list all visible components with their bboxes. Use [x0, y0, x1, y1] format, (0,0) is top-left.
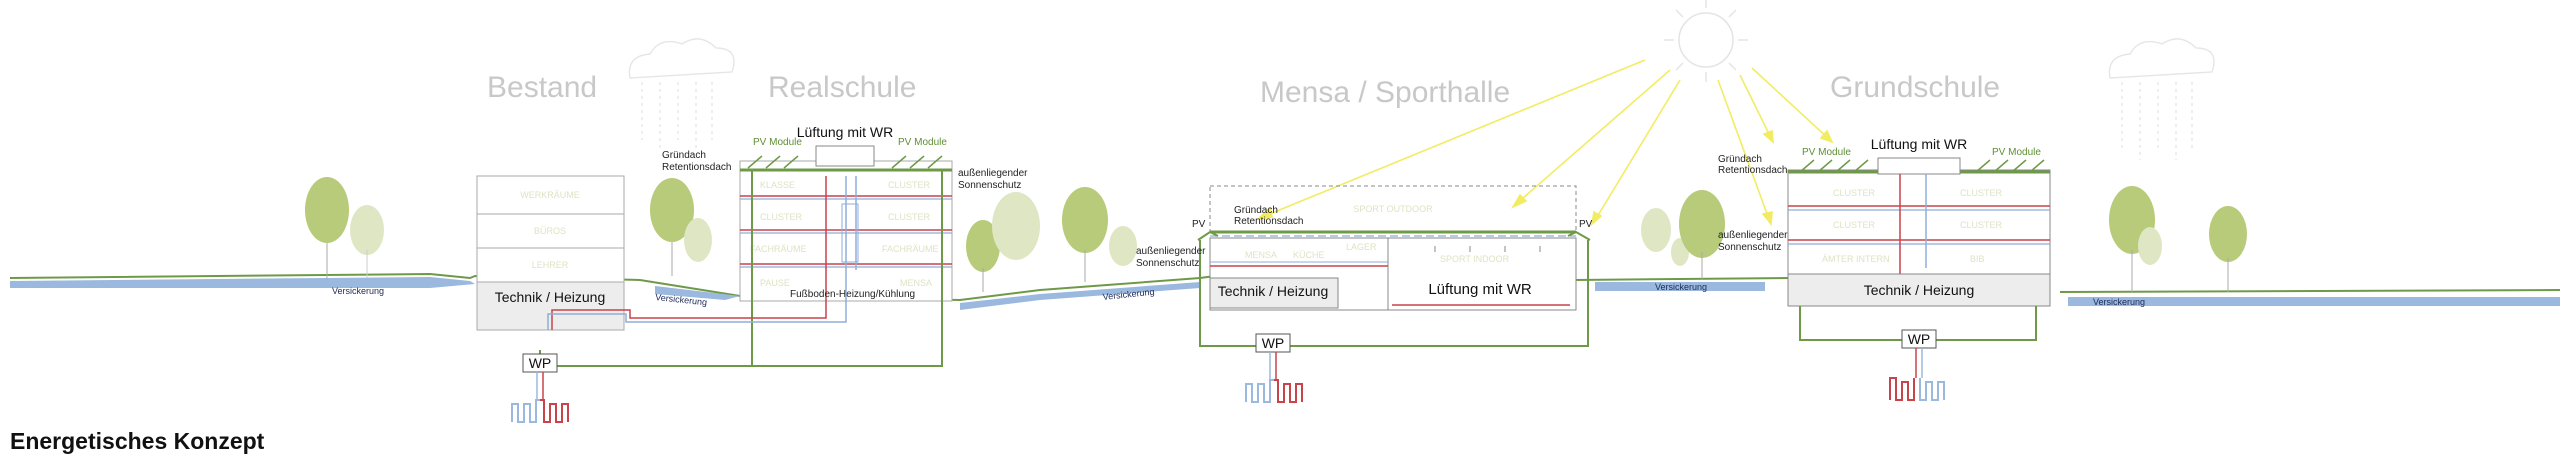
technik-heizung-label: Technik / Heizung: [1218, 283, 1329, 299]
room-label: WERKRÄUME: [520, 190, 580, 200]
sonnenschutz-label: außenliegender: [1718, 230, 1788, 241]
heat-pump-box: WP: [1255, 333, 1291, 353]
building-title-grundschule: Grundschule: [1830, 71, 2000, 104]
rain-cloud-icon: [628, 38, 735, 150]
mensa-building: SPORT OUTDOOR MENSA KÜCHE SPORT INDOOR T…: [1192, 185, 1593, 347]
room-label: PAUSE: [760, 278, 790, 288]
tree-icon: [650, 178, 712, 276]
bestand-building: WERKRÄUME BÜROS LEHRER Technik / Heizung: [476, 175, 625, 331]
realschule-building: Lüftung mit WR KLASSE CLUSTER FACHRÄUME …: [739, 124, 953, 367]
versickerung-label: Versickerung: [1655, 282, 1707, 292]
sonnenschutz-label: außenliegender: [1136, 246, 1206, 257]
gruendach-label: Gründach: [1718, 154, 1762, 165]
pv-module-label: PV Module: [1992, 147, 2041, 158]
sun-icon: [1664, 0, 1748, 82]
tree-icon: [2109, 186, 2247, 292]
room-label: CLUSTER: [1960, 188, 2003, 198]
room-label: LEHRER: [532, 260, 569, 270]
lueftung-label: Lüftung mit WR: [1428, 281, 1532, 298]
versickerung-label: Versickerung: [332, 286, 384, 296]
pv-label: PV: [1192, 219, 1206, 230]
sonnenschutz-label: außenliegender: [958, 168, 1028, 179]
room-label: CLUSTER: [1833, 220, 1876, 230]
room-label: FACHRÄUME: [882, 244, 939, 254]
technik-heizung-label: Technik / Heizung: [495, 289, 606, 305]
retentionsdach-label: Retentionsdach: [662, 162, 732, 173]
room-label: KÜCHE: [1293, 250, 1325, 260]
room-label: SPORT OUTDOOR: [1353, 204, 1433, 214]
room-label: CLUSTER: [760, 212, 803, 222]
ground-probe-icon: [511, 372, 569, 423]
wp-label: WP: [529, 355, 552, 371]
tree-icon: [1641, 190, 1725, 280]
sonnenschutz-label: Sonnenschutz: [1718, 242, 1781, 253]
room-label: CLUSTER: [1833, 188, 1876, 198]
water-strip: [10, 277, 2560, 310]
pv-label: PV: [1579, 219, 1593, 230]
wp-label: WP: [1262, 335, 1285, 351]
sun-rays: [1255, 59, 1834, 227]
room-label: MENSA: [1245, 250, 1277, 260]
wp-label: WP: [1908, 331, 1931, 347]
ground-probe-icon: [1889, 348, 1945, 401]
sonnenschutz-label: Sonnenschutz: [1136, 258, 1199, 269]
retentionsdach-label: Retentionsdach: [1234, 216, 1304, 227]
tree-icon: [305, 177, 384, 280]
fussboden-label: Fußboden-Heizung/Kühlung: [790, 289, 915, 300]
room-label: BÜROS: [534, 226, 566, 236]
building-title-mensa: Mensa / Sporthalle: [1260, 76, 1510, 109]
sonnenschutz-label: Sonnenschutz: [958, 180, 1021, 191]
heat-pump-box: WP: [1901, 329, 1937, 349]
grundschule-building: Lüftung mit WR CLUSTER CLUSTER ÄMTER INT…: [1787, 136, 2051, 341]
room-label: FACHRÄUME: [750, 244, 807, 254]
pv-module-label: PV Module: [1802, 147, 1851, 158]
room-label: CLUSTER: [888, 180, 931, 190]
room-label: LAGER: [1346, 242, 1377, 252]
room-label: CLUSTER: [1960, 220, 2003, 230]
ground-probe-icon: [1245, 352, 1303, 403]
gruendach-label: Gründach: [1234, 205, 1278, 216]
lueftung-label: Lüftung mit WR: [797, 124, 893, 140]
page-title: Energetisches Konzept: [10, 428, 265, 454]
pv-module-label: PV Module: [753, 137, 802, 148]
heat-pump-box: WP: [522, 353, 558, 373]
building-title-realschule: Realschule: [768, 71, 916, 104]
lueftung-label: Lüftung mit WR: [1871, 136, 1967, 152]
rain-cloud-icon: [2108, 38, 2215, 160]
tree-icon: [966, 187, 1137, 292]
room-label: ÄMTER INTERN: [1822, 254, 1890, 264]
technik-heizung-label: Technik / Heizung: [1864, 282, 1975, 298]
building-title-bestand: Bestand: [487, 71, 597, 104]
room-label: KLASSE: [760, 180, 795, 190]
room-label: MENSA: [900, 278, 932, 288]
pv-module-label: PV Module: [898, 137, 947, 148]
versickerung-label: Versickerung: [2093, 297, 2145, 307]
room-label: CLUSTER: [888, 212, 931, 222]
retentionsdach-label: Retentionsdach: [1718, 165, 1788, 176]
room-label: BIB: [1970, 254, 1985, 264]
gruendach-label: Gründach: [662, 150, 706, 161]
room-label: SPORT INDOOR: [1440, 254, 1510, 264]
ground-line: [9, 272, 2560, 302]
